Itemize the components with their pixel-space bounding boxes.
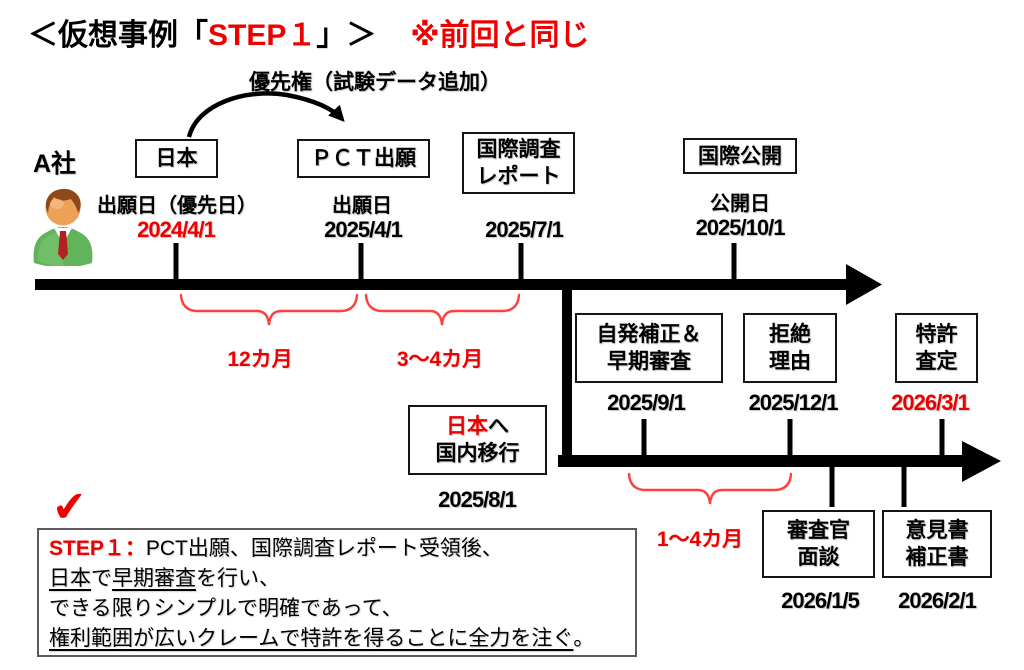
title-part1: ＜仮想事例「 xyxy=(28,19,208,52)
date-isr: 2025/7/1 xyxy=(485,217,564,242)
brace-3-4-months xyxy=(364,293,521,326)
date-amendment: 2025/9/1 xyxy=(607,390,686,415)
step1-ul-expedited: 早期審査 xyxy=(112,567,196,590)
national-entry-to: へ xyxy=(488,415,509,438)
event-box-isr: 国際調査 レポート xyxy=(462,132,575,194)
step1-line2-end: を行い、 xyxy=(196,567,280,590)
event-box-pct: ＰＣＴ出願 xyxy=(297,139,430,178)
event-box-interview: 審査官 面談 xyxy=(762,510,875,578)
priority-arrow-label: 優先権（試験データ追加） xyxy=(249,71,501,94)
date-pct-filing: 2025/4/1 xyxy=(324,217,403,242)
tick-publication xyxy=(731,243,737,281)
date-national-entry: 2025/8/1 xyxy=(438,487,517,512)
elbow-connector xyxy=(562,284,572,464)
duration-3-4-months: 3～4カ月 xyxy=(396,348,484,371)
tick-grant xyxy=(939,419,945,455)
step1-line4-period: 。 xyxy=(573,627,595,650)
step1-ul-claims: 権利範囲が広いクレームで特許を得ることに全力を注ぐ xyxy=(49,627,574,650)
title-part2: 」＞ xyxy=(316,19,377,52)
timeline-upper-arrowhead xyxy=(846,264,882,305)
step1-note-box: STEP１：PCT出願、国際調査レポート受領後、 日本で早期審査を行い、 できる… xyxy=(37,528,637,657)
title-note: ※前回と同じ xyxy=(410,19,590,52)
title-step: STEP１ xyxy=(208,19,317,52)
tick-interview xyxy=(829,467,835,507)
event-box-grant: 特許 査定 xyxy=(895,313,978,383)
company-label: A社 xyxy=(33,150,77,178)
label-filing-priority: 出願日（優先日） xyxy=(97,195,257,217)
tick-amendment xyxy=(641,419,647,455)
tick-rejection xyxy=(787,419,793,455)
national-entry-japan: 日本 xyxy=(446,415,488,438)
duration-12-months: 12カ月 xyxy=(227,348,293,371)
date-opinion: 2026/2/1 xyxy=(898,588,977,613)
national-entry-line2: 国内移行 xyxy=(435,442,520,465)
step1-line1-text: PCT出願、国際調査レポート受領後、 xyxy=(145,537,503,560)
timeline-upper-bar xyxy=(35,279,850,290)
page-title: ＜仮想事例「STEP１」＞ ※前回と同じ xyxy=(28,10,590,54)
timeline-lower-bar xyxy=(558,455,966,467)
date-rejection: 2025/12/1 xyxy=(748,390,839,415)
step1-ul-japan: 日本 xyxy=(49,567,91,590)
date-japan-filing: 2024/4/1 xyxy=(137,217,216,242)
date-publication: 2025/10/1 xyxy=(695,215,786,240)
step1-note-line1: STEP１：PCT出願、国際調査レポート受領後、 xyxy=(49,534,625,564)
person-icon xyxy=(33,188,93,266)
event-box-publication: 国際公開 xyxy=(683,138,797,174)
event-box-amendment: 自発補正＆ 早期審査 xyxy=(575,313,723,383)
duration-1-4-months: 1～4カ月 xyxy=(656,528,744,551)
step1-note-line3: できる限りシンプルで明確であって、 xyxy=(49,597,403,620)
event-box-national-entry: 日本へ国内移行 xyxy=(408,405,547,475)
timeline-lower-arrowhead xyxy=(962,441,1001,482)
step1-prefix: STEP１： xyxy=(49,537,146,560)
tick-pct xyxy=(358,243,364,281)
date-grant: 2026/3/1 xyxy=(891,390,970,415)
label-pct-filing: 出願日 xyxy=(332,195,392,217)
brace-1-4-months xyxy=(627,472,793,505)
tick-isr xyxy=(518,243,524,281)
tick-japan xyxy=(173,243,179,281)
event-box-japan: 日本 xyxy=(135,139,218,178)
label-publication: 公開日 xyxy=(710,193,770,215)
priority-arc-arrow xyxy=(186,91,345,138)
step1-line2-mid: で xyxy=(91,567,112,590)
date-interview: 2026/1/5 xyxy=(781,588,860,613)
event-box-opinion: 意見書 補正書 xyxy=(882,510,992,578)
step1-note-line4: 権利範囲が広いクレームで特許を得ることに全力を注ぐ。 xyxy=(49,624,625,654)
step1-note-line2: 日本で早期審査を行い、 xyxy=(49,564,625,594)
tick-opinion xyxy=(901,467,907,507)
check-icon: ✔ xyxy=(50,481,89,532)
brace-12-months xyxy=(179,293,359,326)
event-box-rejection: 拒絶 理由 xyxy=(743,313,837,383)
